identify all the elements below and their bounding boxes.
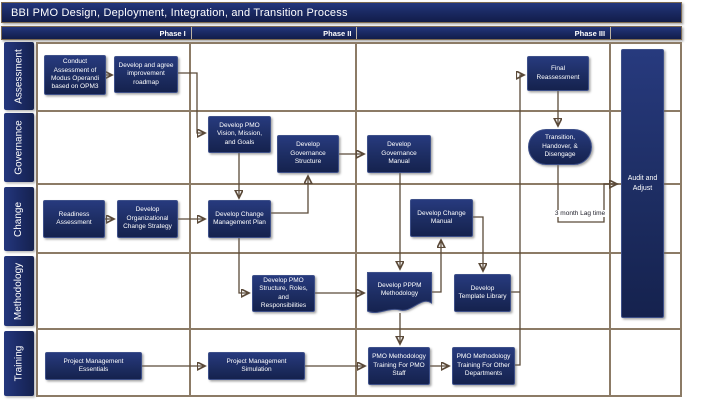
lane-label-assessment: Assessment (4, 42, 34, 110)
node-transition-handover: Transition, Handover, & Disengage (528, 129, 592, 165)
node-governance-structure: Develop Governance Structure (277, 135, 339, 173)
lane-label-methodology: Methodology (4, 256, 34, 326)
node-change-mgmt-plan-label: Develop Change Management Plan (213, 210, 266, 226)
grid-line-phase2-phase3 (355, 42, 357, 397)
node-pmo-vision: Develop PMO Vision, Mission, and Goals (208, 116, 271, 153)
node-change-manual: Develop Change Manual (410, 199, 473, 237)
node-pm-essentials: Project Management Essentials (45, 352, 142, 380)
node-improvement-roadmap: Develop and agree improvement roadmap (114, 56, 178, 93)
node-readiness-assessment: Readiness Assessment (43, 200, 105, 238)
lane-governance-text: Governance (13, 120, 25, 175)
node-final-reassessment-label: Final Reassessment (536, 65, 580, 81)
lane-label-governance: Governance (4, 113, 34, 182)
grid-line-methodology-training (36, 328, 682, 330)
grid-line-phase1-phase2 (189, 42, 191, 397)
node-governance-manual: Develop Governance Manual (367, 135, 431, 173)
phase-1-label: Phase I (159, 28, 186, 38)
lane-assessment-text: Assessment (13, 48, 25, 104)
node-training-pmo-staff: PMO Methodology Training For PMO Staff (368, 347, 430, 385)
lane-training-text: Training (13, 345, 25, 382)
phase-2-label: Phase II (323, 28, 352, 38)
node-training-other-depts-label: PMO Methodology Training For Other Depar… (456, 353, 511, 378)
node-improvement-roadmap-label: Develop and agree improvement roadmap (118, 61, 174, 86)
phase-header-3: Phase III (357, 27, 612, 39)
lane-change-text: Change (13, 201, 25, 237)
diagram-title: BBI PMO Design, Deployment, Integration,… (11, 6, 348, 19)
lag-time-label: 3 month Lag time (553, 210, 607, 217)
grid-line-governance-change (36, 183, 682, 185)
phase-header-2: Phase II (192, 27, 358, 39)
node-org-change-strategy: Develop Organizational Change Strategy (117, 200, 178, 238)
lane-label-training: Training (4, 331, 34, 396)
node-pmo-structure-roles-label: Develop PMO Structure, Roles, and Respon… (259, 276, 308, 309)
node-transition-handover-label: Transition, Handover, & Disengage (542, 134, 578, 159)
grid-line-assessment-governance (36, 110, 682, 112)
grid-line-change-methodology (36, 252, 682, 254)
document-shape (367, 272, 432, 314)
diagram-title-bar: BBI PMO Design, Deployment, Integration,… (1, 2, 682, 23)
node-audit-adjust-label: Audit and Adjust (627, 175, 658, 192)
node-template-library-label: Develop Template Library (458, 284, 507, 300)
grid-border (36, 42, 682, 397)
node-conduct-assessment-label: Conduct Assessment of Modus Operandi bas… (50, 58, 100, 91)
node-pmo-structure-roles: Develop PMO Structure, Roles, and Respon… (252, 275, 315, 312)
node-pmo-vision-label: Develop PMO Vision, Mission, and Goals (216, 121, 263, 146)
node-conduct-assessment: Conduct Assessment of Modus Operandi bas… (44, 55, 106, 95)
node-pm-essentials-label: Project Management Essentials (63, 357, 124, 373)
phase-3-label: Phase III (574, 28, 606, 38)
node-change-mgmt-plan: Develop Change Management Plan (208, 200, 271, 238)
node-final-reassessment: Final Reassessment (527, 56, 589, 91)
phase-header-1: Phase I (2, 27, 192, 39)
lane-methodology-text: Methodology (13, 262, 25, 320)
node-template-library: Develop Template Library (454, 274, 511, 312)
node-pm-simulation-label: Project Management Simulation (226, 357, 287, 373)
lane-label-change: Change (4, 187, 34, 251)
node-governance-structure-label: Develop Governance Structure (290, 141, 326, 166)
node-training-other-depts: PMO Methodology Training For Other Depar… (452, 347, 515, 385)
phase-header-row: Phase I Phase II Phase III (1, 26, 682, 40)
node-pppm-methodology: Develop PPPM Methodology (367, 272, 432, 318)
node-pppm-methodology-label: Develop PPPM Methodology (377, 281, 422, 297)
node-org-change-strategy-label: Develop Organizational Change Strategy (123, 206, 172, 231)
node-change-manual-label: Develop Change Manual (417, 209, 466, 225)
node-readiness-assessment-label: Readiness Assessment (56, 210, 92, 226)
node-audit-adjust: Audit and Adjust (621, 49, 664, 318)
node-training-pmo-staff-label: PMO Methodology Training For PMO Staff (372, 353, 426, 378)
phase-header-4 (611, 27, 681, 39)
node-governance-manual-label: Develop Governance Manual (381, 141, 417, 166)
node-pm-simulation: Project Management Simulation (208, 352, 305, 380)
grid-line-phase3-end (609, 42, 611, 397)
